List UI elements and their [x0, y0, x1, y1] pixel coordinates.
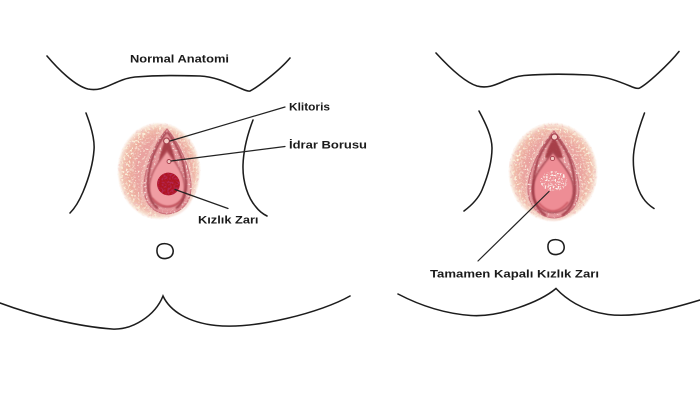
svg-text:Kızlık Zarı: Kızlık Zarı	[198, 214, 259, 226]
svg-text:Tamamen Kapalı Kızlık Zarı: Tamamen Kapalı Kızlık Zarı	[430, 269, 599, 281]
svg-text:Klitoris: Klitoris	[289, 102, 330, 114]
svg-text:İdrar Borusu: İdrar Borusu	[289, 139, 367, 152]
svg-text:Normal Anatomi: Normal Anatomi	[130, 53, 229, 65]
